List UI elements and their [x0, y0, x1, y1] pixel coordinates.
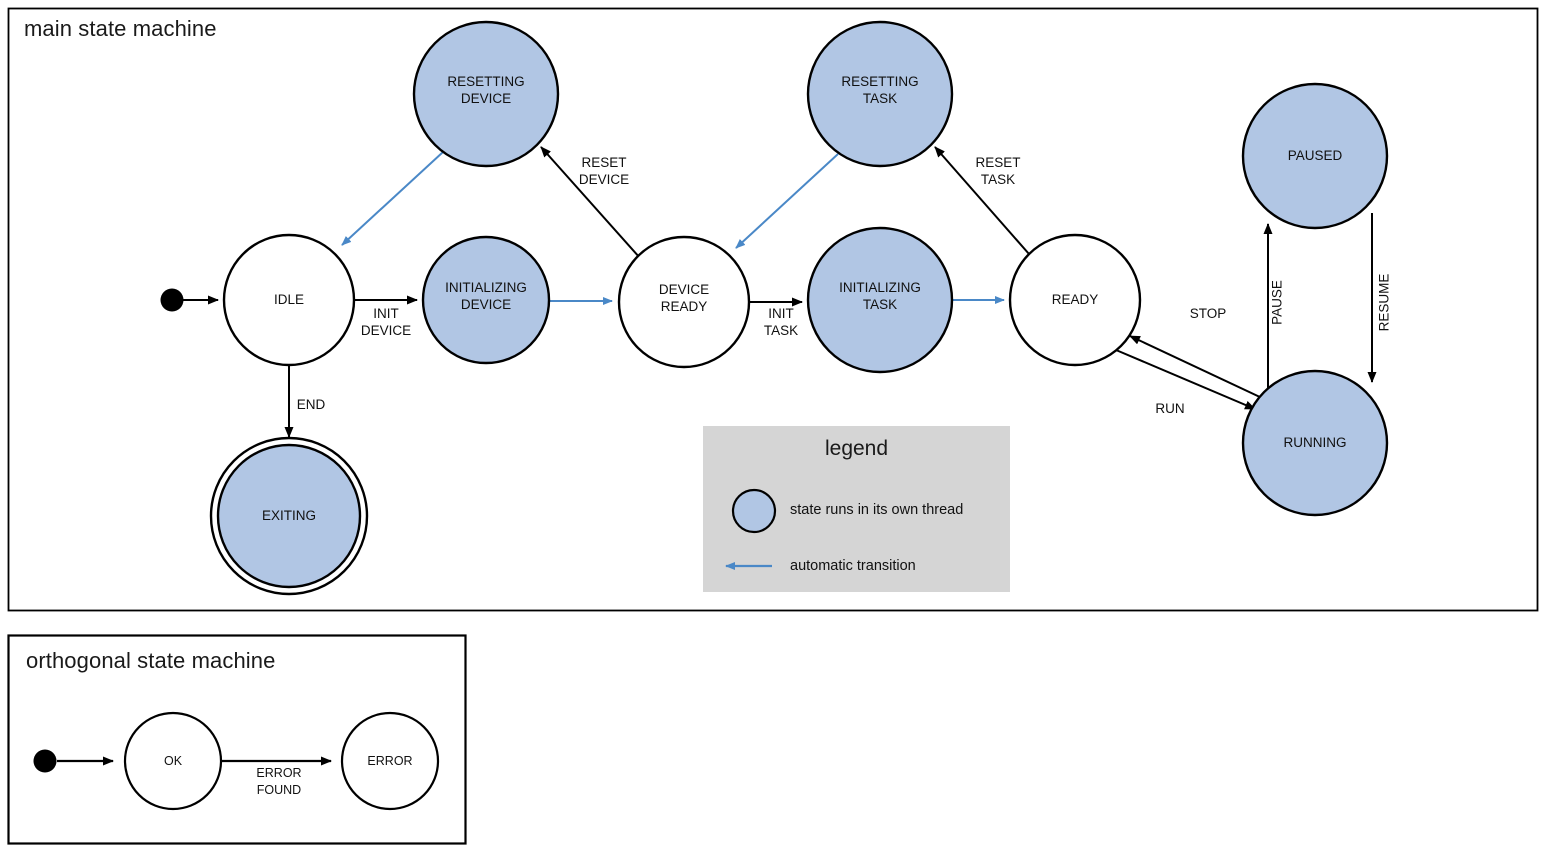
state-error[interactable]: [340, 711, 440, 811]
state-resetting-device[interactable]: [412, 20, 560, 168]
auto-transition-edges-main: [341, 151, 1005, 305]
legend-panel: [703, 426, 1010, 592]
main-frame-title: main state machine: [24, 16, 217, 41]
edge-device-ready-resetting-device: [540, 146, 641, 259]
edge-running-ready: [1129, 335, 1263, 399]
state-running[interactable]: [1241, 369, 1389, 517]
transition-edges-main: [183, 146, 1377, 438]
legend-title: legend: [824, 437, 889, 460]
legend-item-auto-transition-label: automatic transition: [790, 558, 916, 574]
state-idle[interactable]: [222, 233, 356, 367]
state-device-ready[interactable]: [617, 235, 751, 369]
state-ready[interactable]: [1008, 233, 1142, 367]
edge-resetting-device-idle: [341, 151, 444, 246]
state-paused[interactable]: [1241, 82, 1389, 230]
orthogonal-frame-title: orthogonal state machine: [26, 648, 276, 673]
state-initializing-task[interactable]: [806, 226, 954, 374]
initial-state-marker-main: [160, 288, 184, 312]
legend-threaded-state-swatch: [731, 488, 777, 534]
initial-state-marker-orthogonal: [33, 749, 57, 773]
state-ok[interactable]: [123, 711, 223, 811]
edge-ready-running: [1115, 349, 1256, 410]
state-initializing-device[interactable]: [421, 235, 551, 365]
state-exiting[interactable]: [216, 443, 362, 589]
orthogonal-states: [33, 711, 440, 811]
state-resetting-task[interactable]: [806, 20, 954, 168]
legend-item-threaded-state-label: state runs in its own thread: [790, 502, 964, 518]
edge-resetting-task-device-ready: [735, 153, 839, 249]
states-main: [160, 20, 1389, 596]
edge-ready-resetting-task: [934, 146, 1030, 255]
